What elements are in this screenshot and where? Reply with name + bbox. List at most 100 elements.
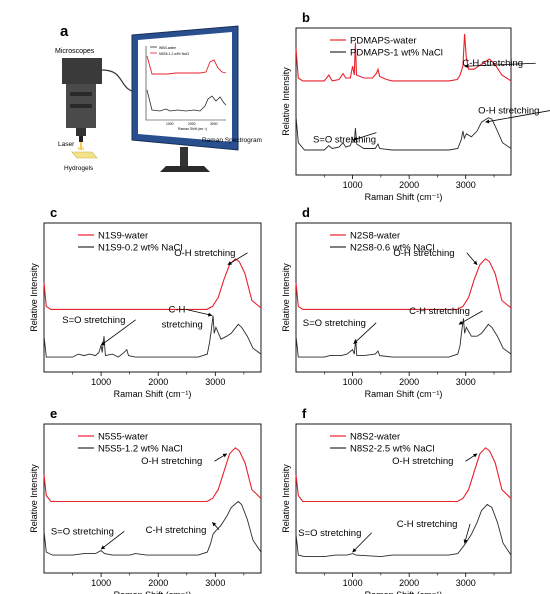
y-axis-label: Relative Intensity bbox=[29, 464, 39, 533]
x-tick-label: 2000 bbox=[399, 578, 419, 588]
plot-frame bbox=[295, 222, 512, 373]
series-line-water bbox=[43, 447, 262, 503]
legend-label-water: PDMAPS-water bbox=[350, 36, 417, 47]
x-tick-label: 3000 bbox=[205, 377, 225, 387]
annotation-arrow bbox=[466, 252, 478, 266]
mini-legend-2: N5S5-1.2 wt% NaCl bbox=[159, 52, 189, 56]
x-tick-label: 2000 bbox=[399, 377, 419, 387]
panel-e: e100020003000Raman Shift (cm⁻¹)Relative … bbox=[29, 406, 262, 594]
annotation-ch-line2: stretching bbox=[162, 319, 203, 330]
x-tick-label: 1000 bbox=[91, 578, 111, 588]
x-tick-label: 1000 bbox=[91, 377, 111, 387]
series-line-water bbox=[43, 258, 262, 310]
legend-label-water: N8S2-water bbox=[350, 432, 400, 443]
annotation-oh: O-H stretching bbox=[141, 456, 202, 467]
y-axis-label: Relative Intensity bbox=[29, 263, 39, 332]
series-line-water bbox=[295, 258, 512, 310]
series-line-nacl bbox=[295, 318, 512, 358]
x-tick-label: 1000 bbox=[343, 377, 363, 387]
annotation-arrow bbox=[464, 62, 536, 69]
x-tick-label: 3000 bbox=[456, 377, 476, 387]
series-line-water bbox=[295, 447, 512, 503]
x-tick-label: 2000 bbox=[399, 180, 419, 190]
annotation-arrow bbox=[353, 132, 377, 141]
x-tick-label: 3000 bbox=[456, 578, 476, 588]
annotation-so: S=O stretching bbox=[51, 526, 114, 537]
annotation-ch: C-H stretching bbox=[146, 525, 207, 536]
panel-d-letter: d bbox=[302, 205, 310, 220]
series-line-water bbox=[295, 33, 512, 82]
annotation-oh: O-H stretching bbox=[392, 456, 453, 467]
x-axis-label: Raman Shift (cm⁻¹) bbox=[365, 590, 443, 594]
legend-label-water: N1S9-water bbox=[98, 231, 148, 242]
y-axis-label: Relative Intensity bbox=[281, 263, 291, 332]
x-tick-label: 3000 bbox=[205, 578, 225, 588]
x-axis-label: Raman Shift (cm⁻¹) bbox=[365, 389, 443, 399]
laser-beam bbox=[78, 142, 84, 150]
legend-label-nacl: PDMAPS-1 wt% NaCl bbox=[350, 48, 443, 59]
annotation-ch: C-H stretching bbox=[409, 306, 470, 317]
series-line-nacl bbox=[43, 315, 262, 358]
legend-label-nacl: N1S9-0.2 wt% NaCl bbox=[98, 243, 182, 254]
legend-label-nacl: N2S8-0.6 wt% NaCl bbox=[350, 243, 434, 254]
microscope-icon bbox=[62, 58, 136, 142]
legend-label-nacl: N8S2-2.5 wt% NaCl bbox=[350, 444, 434, 455]
mini-water-line bbox=[146, 55, 227, 75]
hydrogel-label: Hydrogels bbox=[64, 165, 94, 172]
plot-frame bbox=[43, 222, 262, 373]
panel-a-letter: a bbox=[60, 23, 69, 40]
mini-xlabel: Raman Shift (cm⁻¹) bbox=[178, 127, 207, 131]
annotation-so: S=O stretching bbox=[303, 318, 366, 329]
panel-a: a Microscopes Laser Hydrogels bbox=[55, 23, 262, 172]
x-tick-label: 2000 bbox=[148, 578, 168, 588]
y-axis-label: Relative Intensity bbox=[281, 464, 291, 533]
legend-label-water: N2S8-water bbox=[350, 231, 400, 242]
annotation-arrow bbox=[100, 530, 125, 550]
x-tick-label: 3000 bbox=[456, 180, 476, 190]
annotation-arrow bbox=[458, 310, 483, 325]
mini-tick-3: 3000 bbox=[210, 122, 218, 126]
x-axis-label: Raman Shift (cm⁻¹) bbox=[114, 389, 192, 399]
annotation-oh: O-H stretching bbox=[174, 248, 235, 259]
panel-f-letter: f bbox=[302, 406, 307, 421]
mini-tick-2: 2000 bbox=[188, 122, 196, 126]
hydrogel-sample bbox=[71, 151, 98, 159]
annotation-arrow bbox=[465, 453, 478, 462]
x-tick-label: 2000 bbox=[148, 377, 168, 387]
monitor-icon: WBS-water N5S5-1.2 wt% NaCl 1000 2000 30… bbox=[131, 25, 239, 172]
annotation-arrow bbox=[227, 252, 248, 266]
mini-legend: WBS-water N5S5-1.2 wt% NaCl bbox=[150, 46, 189, 56]
annotation-ch: C-H bbox=[168, 304, 185, 315]
annotation-arrow bbox=[214, 453, 228, 462]
x-tick-label: 1000 bbox=[343, 180, 363, 190]
mini-legend-1: WBS-water bbox=[159, 46, 177, 50]
annotation-arrow bbox=[353, 322, 377, 344]
annotation-ch: C-H stretching bbox=[397, 519, 458, 530]
annotation-oh: O-H stretching bbox=[393, 248, 454, 259]
x-tick-label: 1000 bbox=[343, 578, 363, 588]
annotation-so: S=O stretching bbox=[313, 135, 376, 146]
annotation-arrow bbox=[185, 309, 213, 317]
plot-frame bbox=[295, 27, 512, 176]
series-line-nacl bbox=[295, 503, 512, 558]
annotation-so: S=O stretching bbox=[62, 315, 125, 326]
mini-tick-1: 1000 bbox=[166, 122, 174, 126]
x-axis-label: Raman Shift (cm⁻¹) bbox=[365, 192, 443, 202]
x-axis-label: Raman Shift (cm⁻¹) bbox=[114, 590, 192, 594]
annotation-so: S=O stretching bbox=[298, 528, 361, 539]
annotation-oh: O-H stretching bbox=[478, 105, 539, 116]
panel-c-letter: c bbox=[50, 205, 57, 220]
annotation-arrow bbox=[463, 523, 471, 544]
legend-label-water: N5S5-water bbox=[98, 432, 148, 443]
series-line-nacl bbox=[43, 500, 262, 556]
mini-nacl-line bbox=[146, 89, 227, 112]
series-line-nacl bbox=[295, 116, 512, 151]
annotation-arrow bbox=[100, 319, 136, 346]
monitor-caption: Raman Spectrogram bbox=[202, 137, 262, 144]
annotation-arrow bbox=[485, 110, 550, 124]
microscope-label: Microscopes bbox=[55, 48, 95, 55]
